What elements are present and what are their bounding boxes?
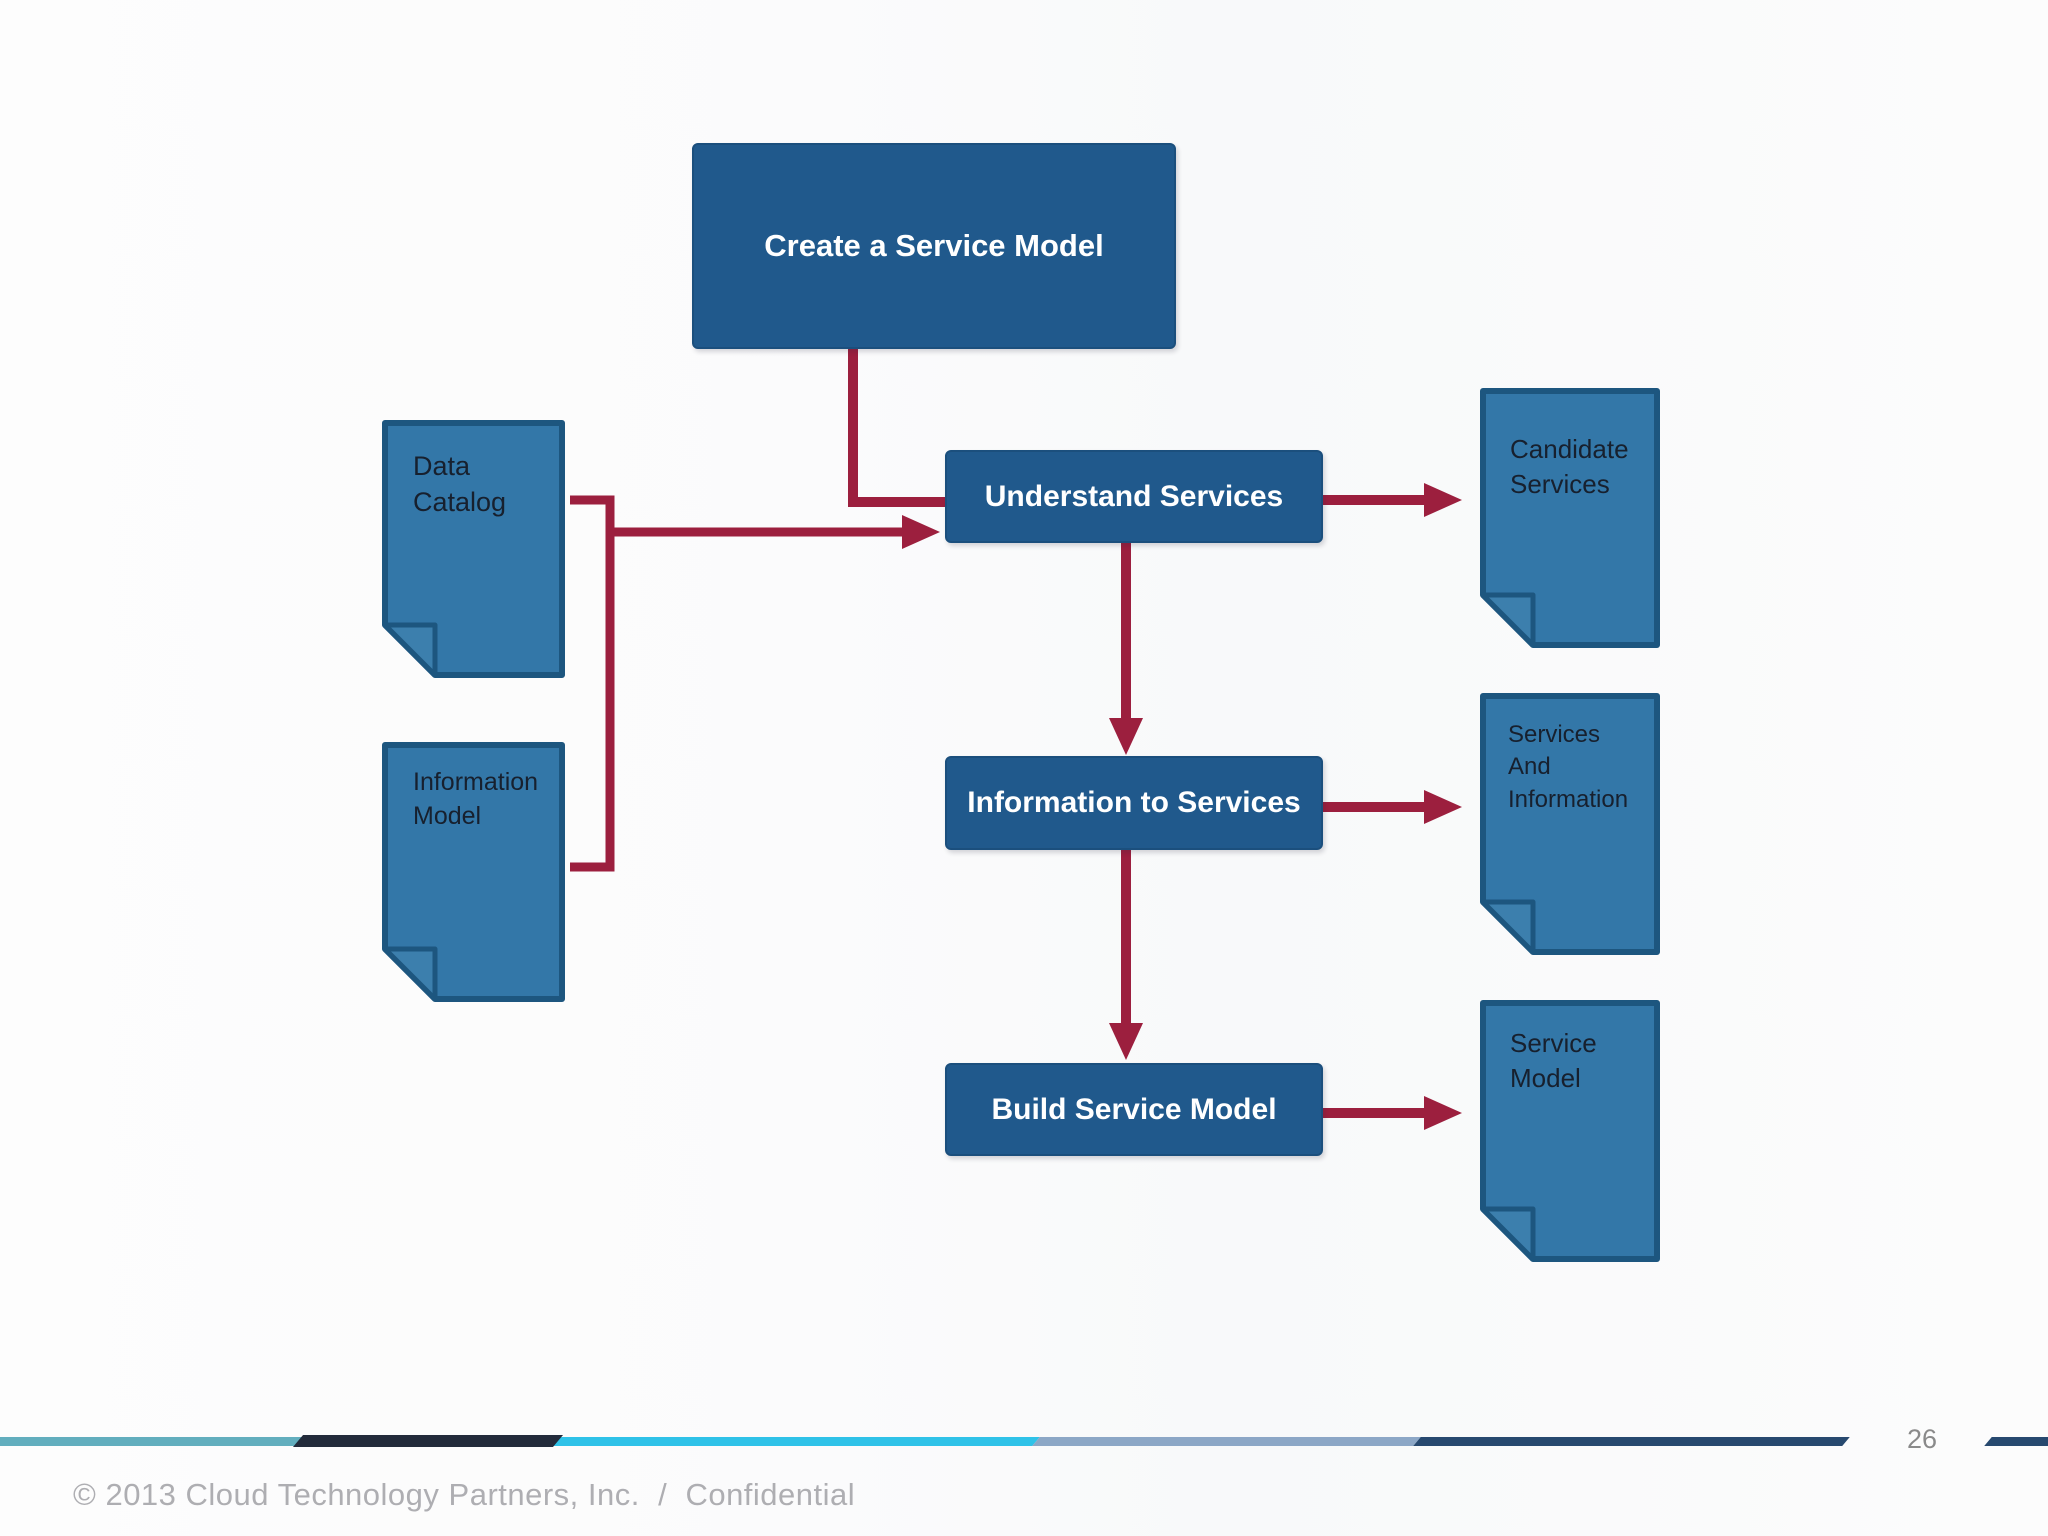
document-label: Data Catalog: [413, 448, 506, 521]
footer-bar-segment-navy-right: [1984, 1437, 2048, 1446]
flow-box-label: Create a Service Model: [764, 228, 1104, 263]
document-label-line: Model: [413, 801, 482, 830]
document-information-model: Information Model: [382, 742, 565, 1002]
footer-bar-segment-teal: [0, 1437, 304, 1446]
document-page-icon: [1480, 1000, 1660, 1262]
flow-box-label: Build Service Model: [991, 1092, 1277, 1126]
arrowhead-understand-to-candidate: [1424, 483, 1462, 517]
document-services-and-information: Services And Information: [1480, 693, 1660, 955]
arrowhead-bracket-to-understand: [902, 515, 940, 549]
document-label-line: Model: [1510, 1063, 1581, 1094]
arrowhead-info-to-build: [1109, 1023, 1143, 1060]
flow-box-create-service-model: Create a Service Model: [692, 143, 1176, 349]
flow-box-label: Information to Services: [967, 786, 1301, 819]
arrowhead-understand-to-info: [1109, 718, 1143, 755]
flow-box-label: Understand Services: [984, 479, 1284, 513]
flow-box-build-service-model: Build Service Model: [945, 1063, 1323, 1156]
document-data-catalog: Data Catalog: [382, 420, 565, 678]
document-label-line: Services: [1510, 469, 1610, 500]
document-label: Services And Information: [1508, 719, 1628, 816]
document-label-line: Service: [1510, 1028, 1597, 1058]
connector-documents-bracket: [570, 495, 615, 872]
document-label: Candidate Services: [1510, 432, 1629, 502]
flow-box-understand-services: Understand Services: [945, 450, 1323, 543]
document-service-model: Service Model: [1480, 1000, 1660, 1262]
connector-create-to-understand: [848, 349, 945, 507]
footer-bar-segment-cyan: [552, 1437, 1040, 1446]
document-label-line: And: [1508, 753, 1551, 781]
arrowhead-info-to-servicesinfo: [1424, 790, 1462, 824]
document-label: Service Model: [1510, 1026, 1597, 1096]
document-label-line: Data: [413, 451, 471, 481]
page-number: 26: [1906, 1424, 1938, 1454]
document-page-icon: [1480, 388, 1660, 648]
document-page-icon: [1480, 693, 1660, 955]
footer-bar-segment-navy-left: [1413, 1437, 1850, 1446]
document-label-line: Catalog: [413, 487, 507, 518]
document-page-icon: [382, 742, 565, 1002]
document-page-icon: [382, 420, 565, 678]
footer-bar-segment-steel-blue: [1032, 1437, 1421, 1446]
document-label-line: Information: [413, 768, 539, 796]
document-label: Information Model: [413, 766, 538, 834]
footer-bar-segment-dark-navy: [292, 1435, 564, 1447]
document-candidate-services: Candidate Services: [1480, 388, 1660, 648]
arrowhead-build-to-servicemodel: [1424, 1096, 1462, 1130]
document-label-line: Candidate: [1510, 434, 1629, 464]
footer-copyright: © 2013 Cloud Technology Partners, Inc. /…: [73, 1477, 856, 1512]
document-label-line: Services: [1508, 721, 1601, 748]
flow-box-information-to-services: Information to Services: [945, 756, 1323, 850]
document-label-line: Information: [1508, 785, 1629, 813]
